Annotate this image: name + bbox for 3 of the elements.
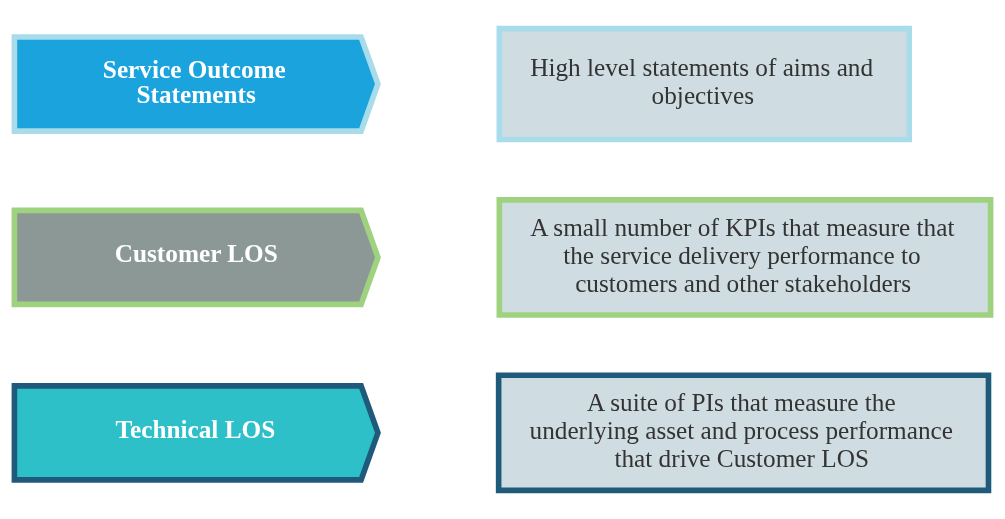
- node-box: High level statements of aims and objectives: [496, 25, 912, 143]
- node-box: A small number of KPIs that measure that the service delivery performance to customers and other stakeholders: [496, 197, 994, 318]
- node-box: A suite of PIs that measure the underlying asset and process performance that drive Customer LOS: [495, 372, 992, 494]
